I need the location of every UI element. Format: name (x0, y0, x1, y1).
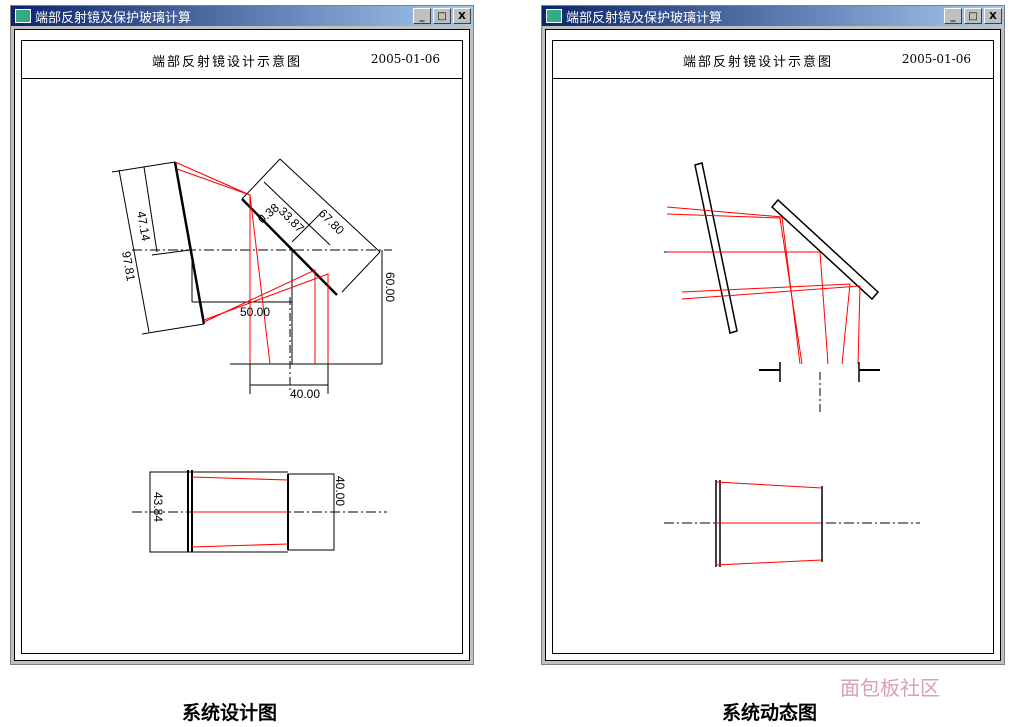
dim-43-84: 43.84 (151, 492, 165, 522)
caption-design: 系统设计图 (182, 702, 278, 724)
drawing-canvas: 端部反射镜设计示意图 2005-01-06 47.14 97.81 (14, 29, 470, 661)
drawing-date: 2005-01-06 (370, 52, 440, 66)
dim-0-38: 0.38 (255, 200, 282, 226)
dim-40-00-lens: 40.00 (333, 476, 347, 506)
window-title: 端部反射镜及保护玻璃计算 (566, 10, 723, 26)
maximize-button[interactable]: □ (964, 8, 982, 24)
title-bar: 端部反射镜及保护玻璃计算 _ □ X (11, 6, 473, 26)
maximize-button[interactable]: □ (433, 8, 451, 24)
minimize-button[interactable]: _ (944, 8, 962, 24)
drawing-frame (21, 77, 463, 654)
dim-60-00: 60.00 (383, 272, 397, 302)
dim-50-00: 50.00 (240, 305, 270, 319)
drawing-title: 端部反射镜设计示意图 (683, 55, 834, 70)
dim-67-80: 67.80 (316, 206, 347, 237)
caption-dynamic: 系统动态图 (722, 702, 818, 724)
drawing-header: 端部反射镜设计示意图 2005-01-06 (552, 40, 994, 79)
minimize-button[interactable]: _ (413, 8, 431, 24)
window-title: 端部反射镜及保护玻璃计算 (35, 10, 192, 26)
watermark: 面包板社区 (840, 676, 940, 700)
dynamic-diagram (664, 162, 920, 567)
close-button[interactable]: X (984, 8, 1002, 24)
drawing-title: 端部反射镜设计示意图 (152, 55, 303, 70)
app-icon (15, 9, 31, 23)
dim-40-00: 40.00 (290, 387, 320, 401)
title-bar: 端部反射镜及保护玻璃计算 _ □ X (542, 6, 1004, 26)
close-button[interactable]: X (453, 8, 471, 24)
design-window: 端部反射镜及保护玻璃计算 _ □ X 端部反射镜设计示意图 2005-01-06 (10, 5, 474, 665)
drawing-header: 端部反射镜设计示意图 2005-01-06 (21, 40, 463, 79)
drawing-date: 2005-01-06 (901, 52, 971, 66)
app-icon (546, 9, 562, 23)
dynamic-window: 端部反射镜及保护玻璃计算 _ □ X 端部反射镜设计示意图 2005-01-06 (541, 5, 1005, 665)
drawing-canvas: 端部反射镜设计示意图 2005-01-06 (545, 29, 1001, 661)
dim-97-81: 97.81 (119, 250, 138, 282)
design-diagram: 47.14 97.81 33.87 0.38 67.80 50.00 60.00… (111, 158, 397, 553)
drawing-frame (552, 77, 994, 654)
dim-47-14: 47.14 (134, 210, 153, 242)
